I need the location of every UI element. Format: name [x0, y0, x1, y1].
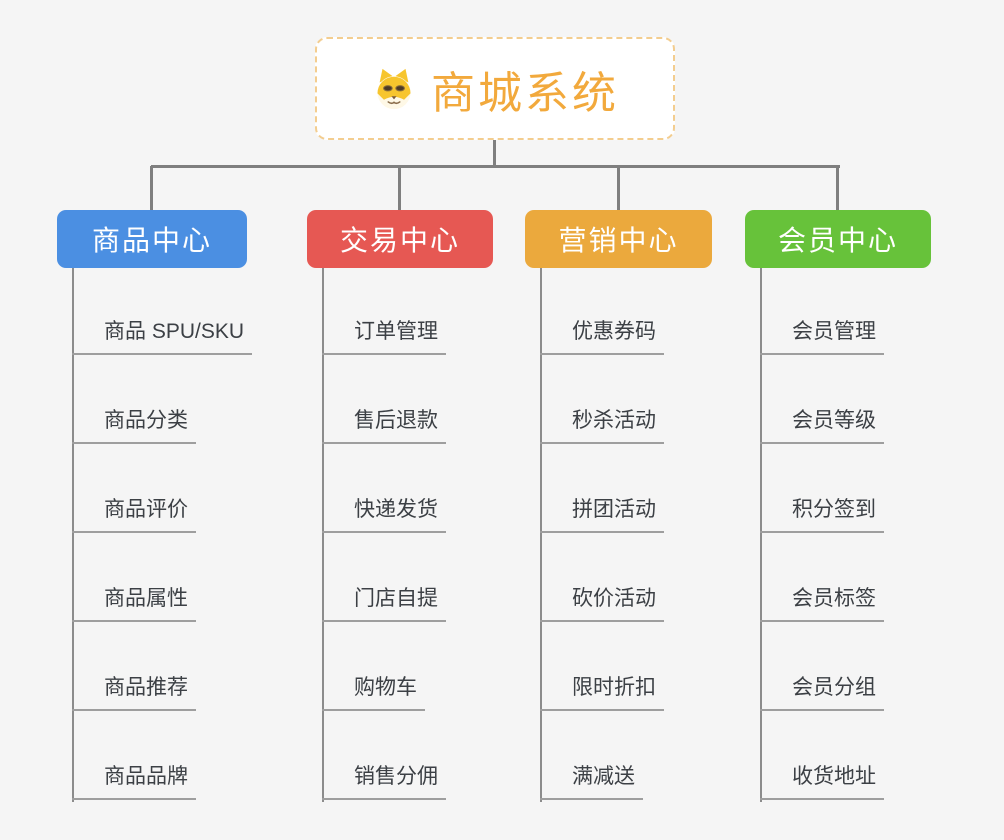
- leaf-node[interactable]: 商品 SPU/SKU: [72, 319, 253, 355]
- branch-trunk-line: [760, 268, 762, 802]
- leaf-node[interactable]: 秒杀活动: [540, 408, 664, 444]
- leaf-node[interactable]: 拼团活动: [540, 497, 664, 533]
- leaf-node[interactable]: 会员标签: [760, 586, 884, 622]
- leaf-node[interactable]: 满减送: [540, 764, 643, 800]
- branch-node-member-center[interactable]: 会员中心: [745, 210, 931, 268]
- branch-node-trade-center[interactable]: 交易中心: [307, 210, 493, 268]
- leaf-node[interactable]: 商品评价: [72, 497, 196, 533]
- connector-branch-drop: [617, 166, 620, 210]
- connector-branch-drop: [398, 166, 401, 210]
- leaf-node[interactable]: 优惠券码: [540, 319, 664, 355]
- branch-node-product-center[interactable]: 商品中心: [57, 210, 247, 268]
- leaf-node[interactable]: 门店自提: [322, 586, 446, 622]
- leaf-node[interactable]: 快递发货: [322, 497, 446, 533]
- leaf-node[interactable]: 订单管理: [322, 319, 446, 355]
- shiba-dog-icon: [371, 66, 417, 112]
- connector-branch-drop: [150, 166, 153, 210]
- leaf-node[interactable]: 销售分佣: [322, 764, 446, 800]
- leaf-node[interactable]: 砍价活动: [540, 586, 664, 622]
- branch-trunk-line: [72, 268, 74, 802]
- leaf-node[interactable]: 商品属性: [72, 586, 196, 622]
- leaf-node[interactable]: 收货地址: [760, 764, 884, 800]
- leaf-node[interactable]: 会员等级: [760, 408, 884, 444]
- leaf-node[interactable]: 商品品牌: [72, 764, 196, 800]
- connector-root-stem: [493, 140, 496, 167]
- leaf-node[interactable]: 会员管理: [760, 319, 884, 355]
- leaf-node[interactable]: 购物车: [322, 675, 425, 711]
- branch-trunk-line: [540, 268, 542, 802]
- leaf-node[interactable]: 商品推荐: [72, 675, 196, 711]
- root-node[interactable]: 商城系统: [315, 37, 675, 140]
- leaf-node[interactable]: 售后退款: [322, 408, 446, 444]
- branch-node-marketing-center[interactable]: 营销中心: [525, 210, 712, 268]
- leaf-node[interactable]: 会员分组: [760, 675, 884, 711]
- branch-trunk-line: [322, 268, 324, 802]
- leaf-node[interactable]: 限时折扣: [540, 675, 664, 711]
- leaf-node[interactable]: 商品分类: [72, 408, 196, 444]
- connector-horizontal-bus: [151, 165, 840, 168]
- connector-branch-drop: [836, 166, 839, 210]
- root-title: 商城系统: [431, 68, 619, 118]
- leaf-node[interactable]: 积分签到: [760, 497, 884, 533]
